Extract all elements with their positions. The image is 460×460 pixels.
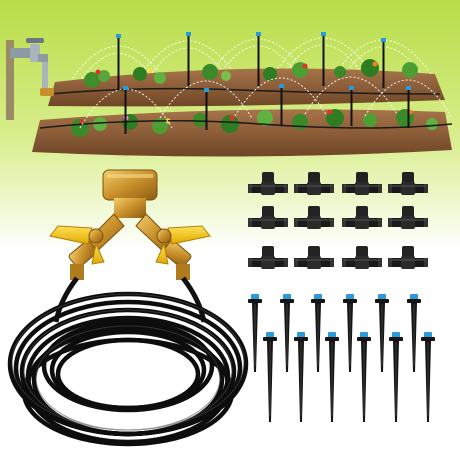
valve-handle-right bbox=[155, 225, 211, 265]
brass-y-splitter bbox=[49, 169, 211, 280]
tee-connector-icon bbox=[294, 172, 334, 195]
drip-stake-icon bbox=[248, 294, 262, 372]
drip-stake-icon bbox=[280, 294, 294, 372]
tubing-highlights bbox=[11, 293, 245, 431]
tee-connector-icon bbox=[248, 246, 288, 269]
drip-line-front bbox=[39, 120, 453, 129]
faucet-icon bbox=[6, 38, 54, 120]
drip-stakes bbox=[248, 294, 435, 422]
plants-back bbox=[84, 59, 418, 88]
tee-connector-icon bbox=[294, 246, 334, 269]
spray-arcs-front bbox=[79, 76, 452, 129]
drip-stake-icon bbox=[311, 294, 325, 372]
drip-stake-icon bbox=[325, 332, 339, 422]
drip-stake-icon bbox=[421, 332, 435, 422]
drip-stake-icon bbox=[294, 332, 308, 422]
tee-connector-icon bbox=[294, 206, 334, 229]
drip-stake-icon bbox=[375, 294, 389, 372]
tee-connector-icon bbox=[342, 172, 382, 195]
soil-bed-front bbox=[32, 109, 452, 157]
drip-stake-icon bbox=[343, 294, 357, 372]
valve-handle-left bbox=[49, 225, 105, 265]
garden-stakes bbox=[116, 32, 411, 134]
drip-stake-icon bbox=[407, 294, 421, 372]
drip-stake-icon bbox=[357, 332, 371, 422]
tee-connector-icon bbox=[342, 206, 382, 229]
tee-connectors bbox=[248, 172, 428, 269]
tee-connector-icon bbox=[388, 206, 428, 229]
drip-stake-icon bbox=[389, 332, 403, 422]
tee-connector-icon bbox=[248, 172, 288, 195]
drip-line-back bbox=[49, 87, 441, 95]
garden-illustration bbox=[32, 32, 453, 157]
tee-connector-icon bbox=[388, 246, 428, 269]
tee-connector-icon bbox=[388, 172, 428, 195]
tee-connector-icon bbox=[342, 246, 382, 269]
tee-connector-icon bbox=[248, 206, 288, 229]
drip-stake-icon bbox=[263, 332, 277, 422]
